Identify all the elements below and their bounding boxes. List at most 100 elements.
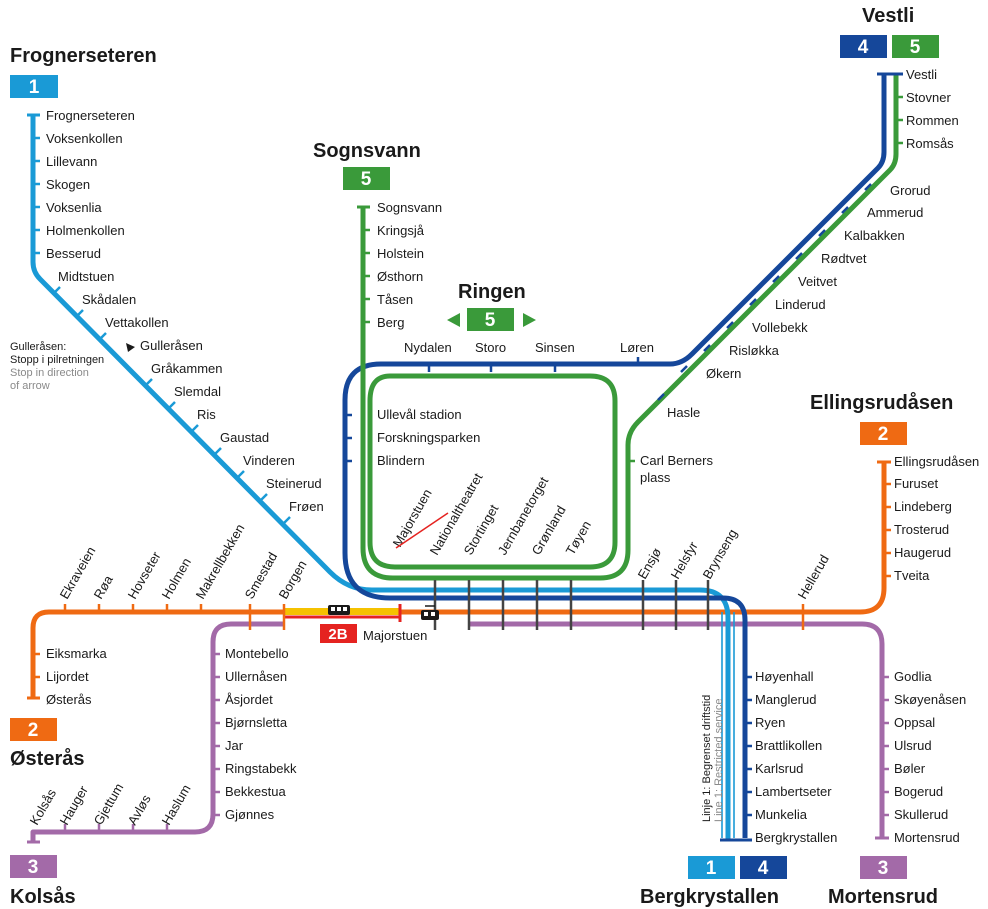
station-label: Makrellbekken: [193, 521, 248, 601]
station-label: Frognerseteren: [46, 108, 135, 123]
badge-line-2-osteras-label: 2: [28, 720, 39, 741]
station-label: Oppsal: [894, 715, 935, 730]
station-label: Montebello: [225, 646, 289, 661]
station-label: Høyenhall: [755, 669, 814, 684]
stations-line1-diagonal: Midtstuen Skådalen Vettakollen Gulleråse…: [58, 269, 324, 514]
station-label: Løren: [620, 340, 654, 355]
station-label: Gjønnes: [225, 807, 275, 822]
station-label: Frøen: [289, 499, 324, 514]
station-label: Furuset: [894, 476, 938, 491]
stations-vestli: Vestli Stovner Rommen Romsås: [906, 67, 959, 151]
station-label: Haugerud: [894, 545, 951, 560]
station-label: Smestad: [242, 550, 281, 602]
station-label: Lambertseter: [755, 784, 832, 799]
station-label: Tøyen: [563, 518, 594, 557]
station-label: Stovner: [906, 90, 951, 105]
station-label: Gulleråsen: [140, 338, 203, 353]
svg-text:Linje 1: Begrenset driftstid: Linje 1: Begrenset driftstid: [701, 695, 713, 822]
stations-ring-west: Ullevål stadion Forskningsparken Blinder…: [377, 407, 480, 468]
bus-icon: [328, 605, 350, 615]
terminal-ellingsrudasen: Ellingsrudåsen: [810, 391, 953, 414]
stations-kolsas-diagonal: Kolsås Hauger Gjettum Avløs Haslum: [27, 781, 194, 828]
stations-grorud-diagonal: Grorud Ammerud Kalbakken Rødtvet Veitvet…: [667, 183, 930, 420]
station-carl-berners-plass: Carl Berners plass: [640, 453, 713, 485]
stations-ring-top: Nydalen Storo Sinsen Løren: [404, 340, 654, 355]
terminal-vestli: Vestli: [862, 5, 914, 27]
badge-line-2b-label: 2B: [328, 626, 347, 643]
badge-line-4-bergkrystallen: [740, 856, 787, 879]
terminal-frognerseteren: Frognerseteren: [10, 45, 157, 67]
line-5-ring: [367, 373, 618, 570]
station-label: Østhorn: [377, 269, 423, 284]
station-label: Haslum: [159, 782, 194, 828]
line-1-restricted: [721, 612, 735, 838]
station-label: Forskningsparken: [377, 430, 480, 445]
badge-line-5-sognsvann: [343, 167, 390, 190]
station-label: Godlia: [894, 669, 932, 684]
station-label: Lillevann: [46, 154, 97, 169]
station-label: Ringstabekk: [225, 761, 297, 776]
station-label: Brynseng: [700, 526, 740, 581]
station-label: Steinerud: [266, 476, 322, 491]
station-label: Manglerud: [755, 692, 816, 707]
badge-line-2b: [320, 624, 357, 643]
station-majorstuen: Majorstuen: [363, 628, 427, 643]
station-label: Ullevål stadion: [377, 407, 462, 422]
badge-line-1-bergkrystallen-label: 1: [706, 858, 717, 879]
station-label: Lijordet: [46, 669, 89, 684]
terminal-kolsas: Kolsås: [10, 885, 76, 908]
station-label: Munkelia: [755, 807, 808, 822]
station-label: Risløkka: [729, 343, 780, 358]
station-label: Rommen: [906, 113, 959, 128]
terminal-mortensrud: Mortensrud: [828, 886, 938, 908]
badge-line-3-kolsas-label: 3: [28, 857, 39, 878]
station-label: Voksenkollen: [46, 131, 123, 146]
station-label: Tåsen: [377, 292, 413, 307]
station-label: Avløs: [125, 792, 154, 828]
line-4-route: [342, 74, 887, 838]
stations-west-branch: Ekraveien Røa Hovseter Holmen Makrellbek…: [57, 521, 310, 601]
terminal-bergkrystallen: Bergkrystallen: [640, 886, 779, 908]
terminal-ringen: Ringen: [458, 281, 526, 303]
badge-line-5-ringen-label: 5: [485, 310, 496, 331]
station-label: Tveita: [894, 568, 930, 583]
station-label: Bogerud: [894, 784, 943, 799]
terminal-sognsvann: Sognsvann: [313, 140, 421, 162]
terminal-caps: [27, 72, 903, 844]
gulleraasen-direction-arrow-icon: [126, 343, 135, 352]
svg-text:Gulleråsen:: Gulleråsen:: [10, 341, 66, 353]
station-label: Skøyenåsen: [894, 692, 966, 707]
station-label: Hauger: [57, 782, 92, 827]
station-label: Holstein: [377, 246, 424, 261]
badge-line-4-bergkrystallen-label: 4: [758, 858, 769, 879]
stations-osteras: Eiksmarka Lijordet Østerås: [46, 646, 107, 707]
station-label: Ellingsrudåsen: [894, 454, 979, 469]
svg-text:Stopp i pilretningen: Stopp i pilretningen: [10, 354, 104, 366]
line-5-route: [360, 74, 899, 581]
station-label: Kalbakken: [844, 228, 905, 243]
station-majorstuen-struck: Majorstuen: [390, 486, 435, 549]
stations-bergkrystallen: Høyenhall Manglerud Ryen Brattlikollen K…: [755, 669, 837, 845]
badge-line-2-osteras: [10, 718, 57, 741]
station-label: Veitvet: [798, 274, 837, 289]
station-label: Jar: [225, 738, 244, 753]
station-label: Østerås: [46, 692, 92, 707]
station-label: Eiksmarka: [46, 646, 107, 661]
stations-kolsas-vertical: Montebello Ullernåsen Åsjordet Bjørnslet…: [225, 646, 297, 822]
station-label: Sinsen: [535, 340, 575, 355]
station-label: Lindeberg: [894, 499, 952, 514]
station-label: Vestli: [906, 67, 937, 82]
station-label: Skådalen: [82, 292, 136, 307]
station-hellerud: Hellerud: [795, 552, 832, 601]
station-label: Kringsjå: [377, 223, 425, 238]
station-label: Ammerud: [867, 205, 923, 220]
station-label: Gaustad: [220, 430, 269, 445]
station-label: Holmen: [159, 555, 194, 601]
station-label: Vinderen: [243, 453, 295, 468]
stations-line1-west: Frognerseteren Voksenkollen Lillevann Sk…: [46, 108, 135, 261]
badge-line-5-ringen: [467, 308, 514, 331]
station-label: Trosterud: [894, 522, 949, 537]
gulleraasen-note: Gulleråsen: Stopp i pilretningen Stop in…: [10, 341, 104, 392]
station-label: Skogen: [46, 177, 90, 192]
station-label: Skullerud: [894, 807, 948, 822]
